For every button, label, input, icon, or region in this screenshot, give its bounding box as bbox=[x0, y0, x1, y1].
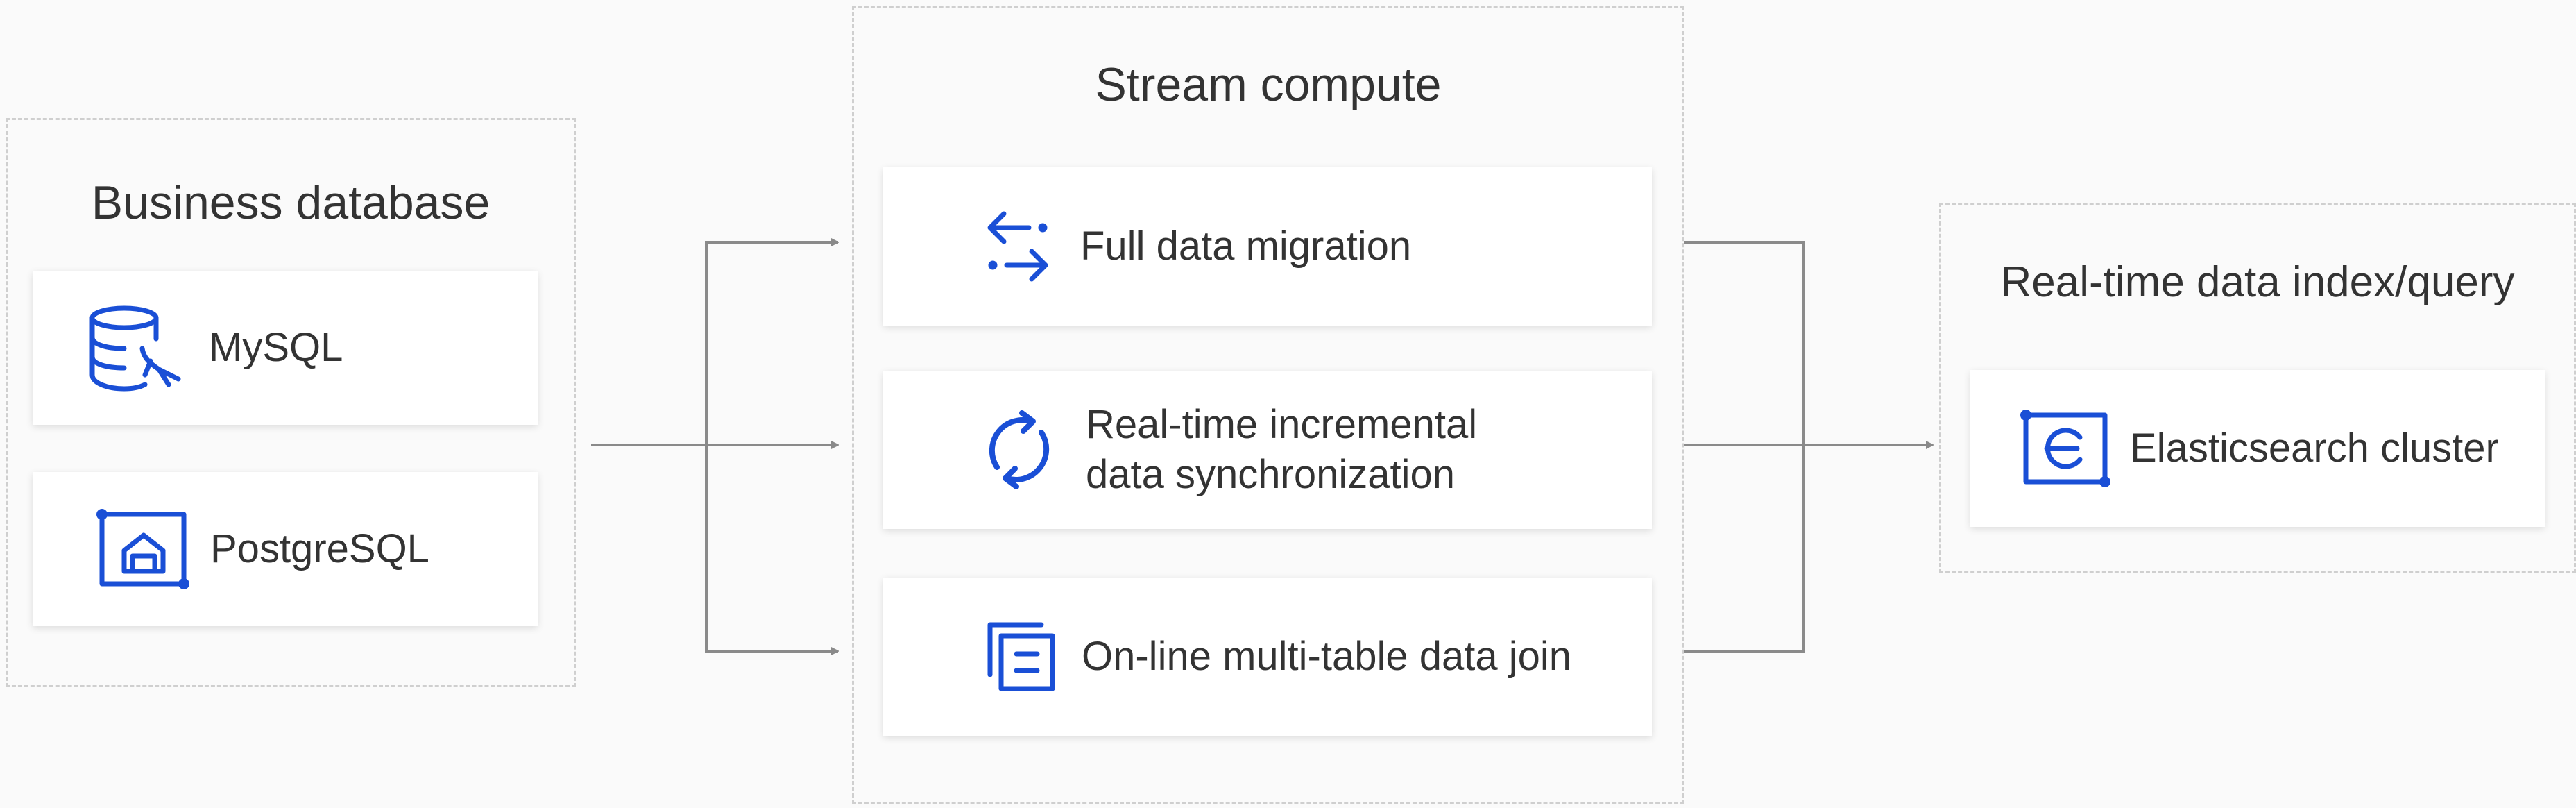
multi-table-join-card: On-line multi-table data join bbox=[883, 578, 1652, 736]
source-to-join-arrow bbox=[705, 445, 839, 655]
multi-table-join-label: On-line multi-table data join bbox=[1082, 633, 1572, 679]
postgresql-card: PostgreSQL bbox=[33, 472, 538, 626]
incremental-sync-label: Real-time incremental data synchronizati… bbox=[1086, 400, 1477, 500]
incremental-sync-label-line1: Real-time incremental bbox=[1086, 401, 1478, 447]
sync-icon bbox=[989, 410, 1050, 489]
full-migration-label: Full data migration bbox=[1080, 223, 1412, 269]
migration-arrows-icon bbox=[987, 211, 1048, 282]
postgresql-label: PostgreSQL bbox=[210, 525, 429, 571]
mysql-label: MySQL bbox=[209, 324, 343, 370]
mysql-card: MySQL bbox=[33, 271, 538, 425]
postgresql-icon bbox=[96, 509, 189, 589]
stream-compute-group: Stream compute Full data migration R bbox=[852, 6, 1684, 804]
elasticsearch-card: Elasticsearch cluster bbox=[1970, 370, 2545, 527]
elasticsearch-icon bbox=[2020, 410, 2110, 487]
multi-table-join-icon bbox=[987, 622, 1055, 691]
join-to-target-line bbox=[1684, 445, 1805, 653]
incremental-sync-card: Real-time incremental data synchronizati… bbox=[883, 371, 1652, 529]
stream-compute-title: Stream compute bbox=[1095, 58, 1442, 111]
full-migration-card: Full data migration bbox=[883, 167, 1652, 326]
elasticsearch-label: Elasticsearch cluster bbox=[2130, 425, 2499, 471]
migration-to-target-line bbox=[1684, 241, 1805, 445]
business-database-title: Business database bbox=[91, 176, 491, 229]
source-to-migration-arrow bbox=[705, 238, 839, 445]
realtime-index-title: Real-time data index/query bbox=[2000, 258, 2515, 306]
business-database-group: Business database MySQL Postg bbox=[6, 118, 576, 687]
incremental-sync-label-line2: data synchronization bbox=[1086, 452, 1455, 497]
realtime-index-group: Real-time data index/query Elasticsearch… bbox=[1939, 203, 2576, 573]
mysql-database-icon bbox=[89, 305, 181, 392]
